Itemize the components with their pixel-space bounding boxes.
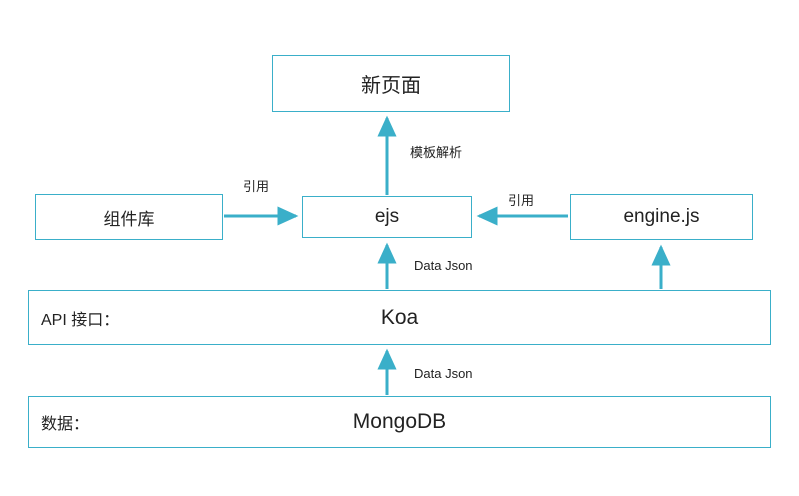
node-component-library-label: 组件库 bbox=[103, 209, 155, 229]
edge-label-reference-right: 引用 bbox=[508, 193, 535, 208]
edge-label-data-json-db: Data Json bbox=[414, 366, 473, 381]
edge-label-data-json-api: Data Json bbox=[414, 258, 473, 273]
edge-label-reference-left: 引用 bbox=[243, 179, 270, 194]
node-new-page-label: 新页面 bbox=[361, 75, 421, 97]
node-data-label: MongoDB bbox=[352, 410, 447, 433]
edge-label-template-parse: 模板解析 bbox=[410, 145, 463, 160]
node-api-label: Koa bbox=[380, 305, 419, 329]
node-data-layer: 数据： MongoDB bbox=[28, 396, 771, 448]
node-ejs-label: ejs bbox=[374, 206, 400, 227]
node-engine-js: engine.js bbox=[570, 194, 753, 240]
node-api-prefix: API 接口： bbox=[41, 311, 120, 329]
node-ejs: ejs bbox=[302, 196, 472, 238]
node-api-layer: API 接口： Koa bbox=[28, 290, 771, 345]
node-component-library: 组件库 bbox=[35, 194, 223, 240]
node-new-page: 新页面 bbox=[272, 55, 510, 112]
node-engine-js-label: engine.js bbox=[623, 206, 700, 227]
node-data-prefix: 数据： bbox=[41, 416, 90, 433]
